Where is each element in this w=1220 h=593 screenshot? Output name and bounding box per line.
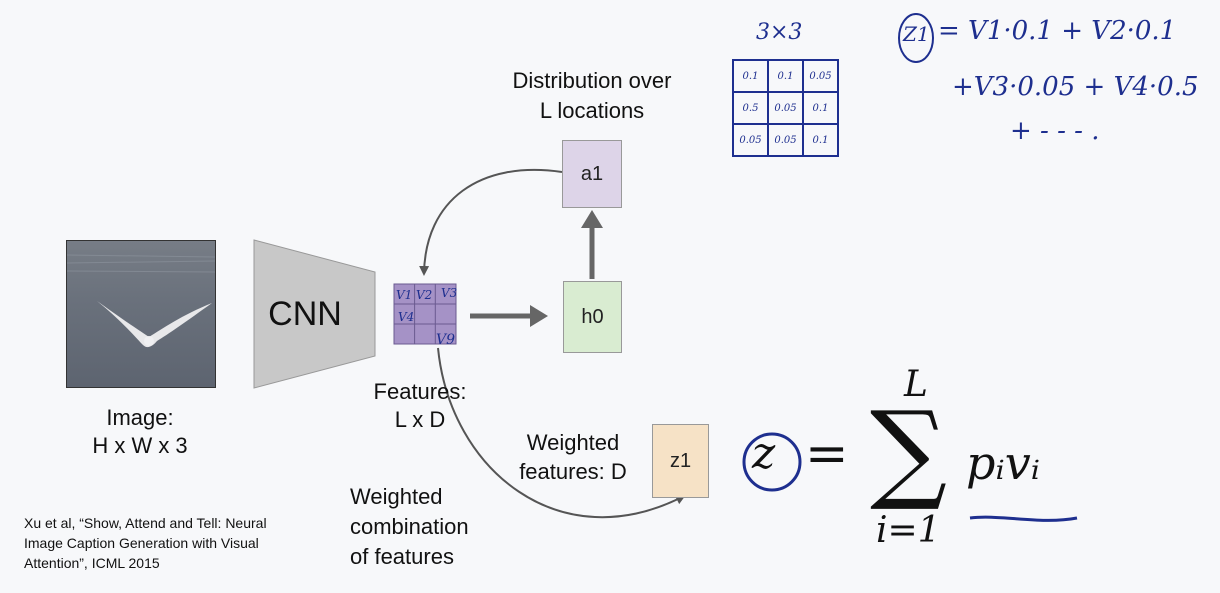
a1-box: a1: [562, 140, 622, 208]
formula-lhs: z: [752, 428, 776, 479]
features-label: Features: L x D: [373, 379, 467, 432]
annotation-cell: 0.1: [812, 102, 829, 114]
annotation-cell: 0.1: [812, 134, 829, 146]
grid-v3: V3: [441, 286, 458, 300]
annotation-line3: + - - - .: [1010, 116, 1100, 146]
annotation-cell: 0.05: [809, 70, 832, 82]
features-to-z1-arrow: [437, 347, 686, 519]
h0-box: h0: [563, 281, 622, 353]
grid-v1: V1: [396, 288, 413, 302]
grid-v9: V9: [436, 332, 456, 348]
annotation-z1: Z1: [903, 22, 930, 46]
grid-v4: V4: [398, 310, 415, 324]
sum-symbol: ∑: [870, 389, 948, 514]
annotation-cell: 0.05: [774, 102, 797, 114]
formula-sum-upper: L: [904, 364, 928, 405]
annotation-line1: = V1·0.1 + V2·0.1: [938, 16, 1177, 46]
weighted-combination-label: Weighted combination of features: [350, 484, 469, 569]
image-label: Image: H x W x 3: [92, 405, 188, 458]
grid-v2: V2: [416, 288, 433, 302]
a1-to-features-arrow: [419, 168, 563, 276]
annotation-cell: 0.05: [774, 134, 797, 146]
bird-image: [66, 240, 216, 388]
annotation-cell: 0.05: [739, 134, 762, 146]
formula-sum-lower: i=1: [876, 510, 941, 551]
annotation-grid-lines: [732, 59, 839, 157]
annotation-z1-circle: [898, 13, 934, 63]
annotation-cell: 0.1: [777, 70, 794, 82]
annotation-cell: 0.5: [742, 102, 759, 114]
weighted-features-label: Weighted features: D: [519, 430, 627, 484]
annotation-cell: 0.1: [742, 70, 759, 82]
annotation-line2: +V3·0.05 + V4·0.5: [952, 72, 1199, 102]
feature-grid: [393, 283, 457, 345]
z1-box: z1: [652, 424, 709, 498]
formula-z-circle: [742, 432, 802, 492]
formula-term: pᵢvᵢ: [966, 436, 1040, 490]
annotation-grid-title: 3×3: [756, 20, 803, 45]
formula-underline: [969, 515, 1078, 522]
cnn-trapezoid: [253, 239, 376, 389]
cnn-label: CNN: [268, 295, 342, 333]
formula-equals: =: [805, 424, 849, 484]
citation-text: Xu et al, “Show, Attend and Tell: Neural…: [24, 515, 267, 571]
distribution-label: Distribution over L locations: [512, 68, 672, 123]
